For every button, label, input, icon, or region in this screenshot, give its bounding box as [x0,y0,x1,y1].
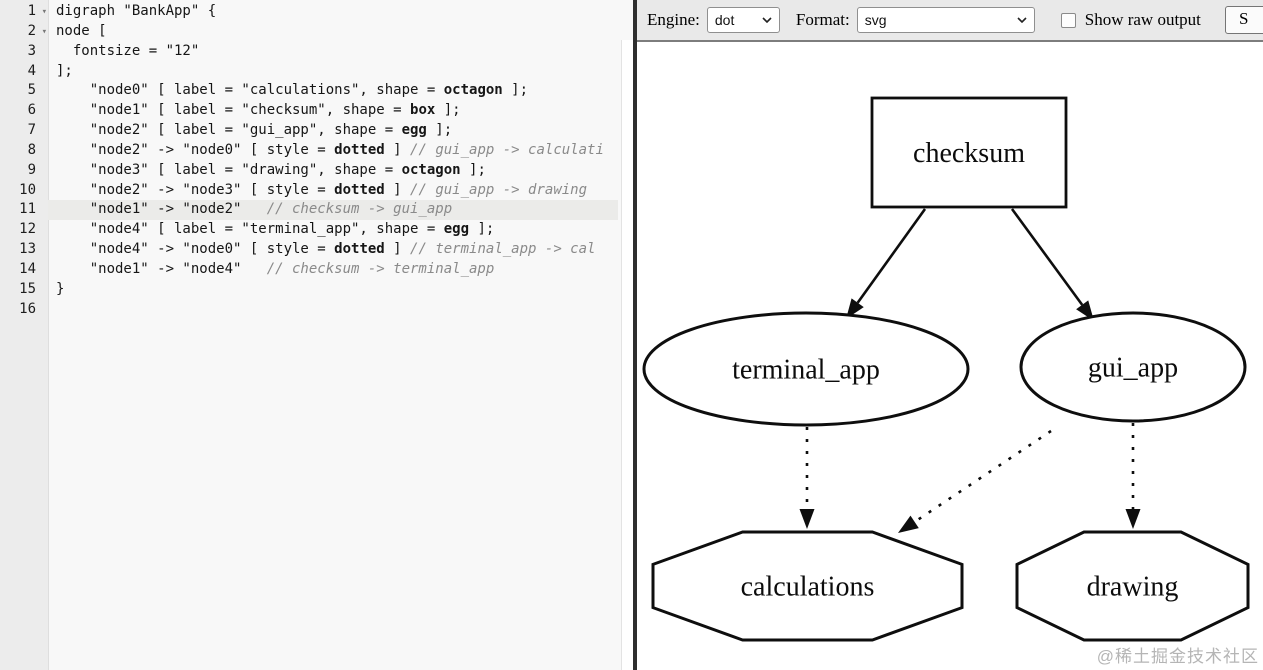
node-terminal_app-shape [642,311,970,427]
code-line-2[interactable]: 2▾ node [ [0,22,633,42]
toolbar: Engine: dot Format: svg Show raw output … [637,0,1263,42]
code-lines: 1▾ digraph "BankApp" { 2▾ node [ 3 fontsize … [0,2,633,320]
engine-select-value: dot [714,12,735,28]
editor-scrollbar[interactable] [621,40,633,670]
line-number: 11 [19,201,36,218]
line-number: 9 [27,161,36,178]
line-text: "node3" [ label = "drawing", shape = oct… [56,161,486,178]
line-number: 1▾ [0,2,48,22]
line-text: node [ [56,22,107,39]
line-number: 15 [19,280,36,297]
line-text: "node4" -> "node0" [ style = dotted ] //… [56,241,596,258]
code-line-12[interactable]: 12 "node4" [ label = "terminal_app", sha… [0,220,633,240]
line-number: 4 [27,62,36,79]
node-terminal_app-label: terminal_app [732,355,880,386]
node-checksum-shape [870,96,1068,209]
show-raw-output-label: Show raw output [1084,10,1201,29]
line-number: 7 [27,122,36,139]
code-line-14[interactable]: 14 "node1" -> "node4" // checksum -> ter… [0,260,633,280]
node-gui_app-shape [1019,311,1247,423]
format-label: Format: [795,10,850,29]
code-line-11[interactable]: 11 "node1" -> "node2" // checksum -> gui… [0,200,633,221]
engine-select[interactable]: dot [706,7,780,33]
code-line-15[interactable]: 15} [0,280,633,300]
line-text: "node1" [ label = "checksum", shape = bo… [56,102,461,119]
code-editor[interactable]: 1▾ digraph "BankApp" { 2▾ node [ 3 fontsize … [0,0,633,670]
watermark: @稀土掘金技术社区 [1096,647,1259,666]
line-number: 2▾ [0,22,48,42]
line-text: "node1" -> "node2" // checksum -> gui_ap… [48,200,618,221]
format-select-value: svg [864,12,887,28]
line-number: 16 [19,300,36,317]
line-number: 3 [27,42,36,59]
node-checksum-label: checksum [913,138,1025,169]
code-line-13[interactable]: 13 "node4" -> "node0" [ style = dotted ]… [0,240,633,260]
edge-terminal_app-calculations-arrowhead-icon [799,509,815,529]
fold-arrow-icon[interactable]: ▾ [41,7,47,17]
line-number: 14 [19,260,36,277]
node-calculations-label: calculations [741,572,875,603]
code-line-16[interactable]: 16 [0,300,633,320]
show-raw-output-checkbox[interactable] [1060,12,1076,28]
line-text: "node4" [ label = "terminal_app", shape … [56,221,495,238]
panel-divider[interactable] [633,0,637,670]
line-text: "node1" -> "node4" // checksum -> termin… [56,260,495,277]
code-line-10[interactable]: 10 "node2" -> "node3" [ style = dotted ]… [0,181,633,201]
code-line-1[interactable]: 1▾ digraph "BankApp" { [0,2,633,22]
graph-canvas: checksum terminal_app gui_app calculations d… [637,42,1263,670]
format-select[interactable]: svg [856,7,1035,33]
node-drawing-label: drawing [1087,572,1179,603]
chevron-down-icon [1017,17,1027,23]
edge-gui_app-calculations [913,429,1052,523]
line-text: "node2" [ label = "gui_app", shape = egg… [56,122,453,139]
rendered-graph: checksum terminal_app gui_app calculations d… [642,96,1250,642]
code-line-5[interactable]: 5 "node0" [ label = "calculations", shap… [0,81,633,101]
code-line-9[interactable]: 9 "node3" [ label = "drawing", shape = o… [0,161,633,181]
line-text: "node2" -> "node3" [ style = dotted ] //… [56,181,588,198]
engine-label: Engine: [647,10,700,29]
line-number: 5 [27,82,36,99]
edge-gui_app-drawing-arrowhead-icon [1125,509,1141,529]
code-line-8[interactable]: 8 "node2" -> "node0" [ style = dotted ] … [0,141,633,161]
code-line-3[interactable]: 3 fontsize = "12" [0,42,633,62]
line-text: ]; [56,62,73,79]
editor-gutter [0,0,49,670]
code-line-6[interactable]: 6 "node1" [ label = "checksum", shape = … [0,101,633,121]
edge-checksum-gui_app [1010,208,1084,306]
line-text: "node0" [ label = "calculations", shape … [56,82,529,99]
line-text: fontsize = "12" [56,42,200,59]
output-panel: Engine: dot Format: svg Show raw output … [637,0,1263,670]
line-text: "node2" -> "node0" [ style = dotted ] //… [56,141,604,158]
line-text: digraph "BankApp" { [56,3,217,19]
line-text: } [56,280,65,297]
line-number: 10 [19,181,36,198]
code-line-7[interactable]: 7 "node2" [ label = "gui_app", shape = e… [0,121,633,141]
line-number: 13 [19,241,36,258]
node-drawing-shape [1015,530,1250,642]
line-number: 6 [27,102,36,119]
edge-gui_app-calculations-arrowhead-icon [898,515,919,533]
line-number: 12 [19,221,36,238]
fold-arrow-icon[interactable]: ▾ [41,26,47,37]
node-calculations-shape [651,530,964,642]
chevron-down-icon [762,17,772,23]
share-button[interactable]: S [1225,6,1263,34]
edge-checksum-terminal_app [856,208,927,304]
node-gui_app-label: gui_app [1088,353,1178,384]
code-line-4[interactable]: 4]; [0,62,633,82]
line-number: 8 [27,141,36,158]
